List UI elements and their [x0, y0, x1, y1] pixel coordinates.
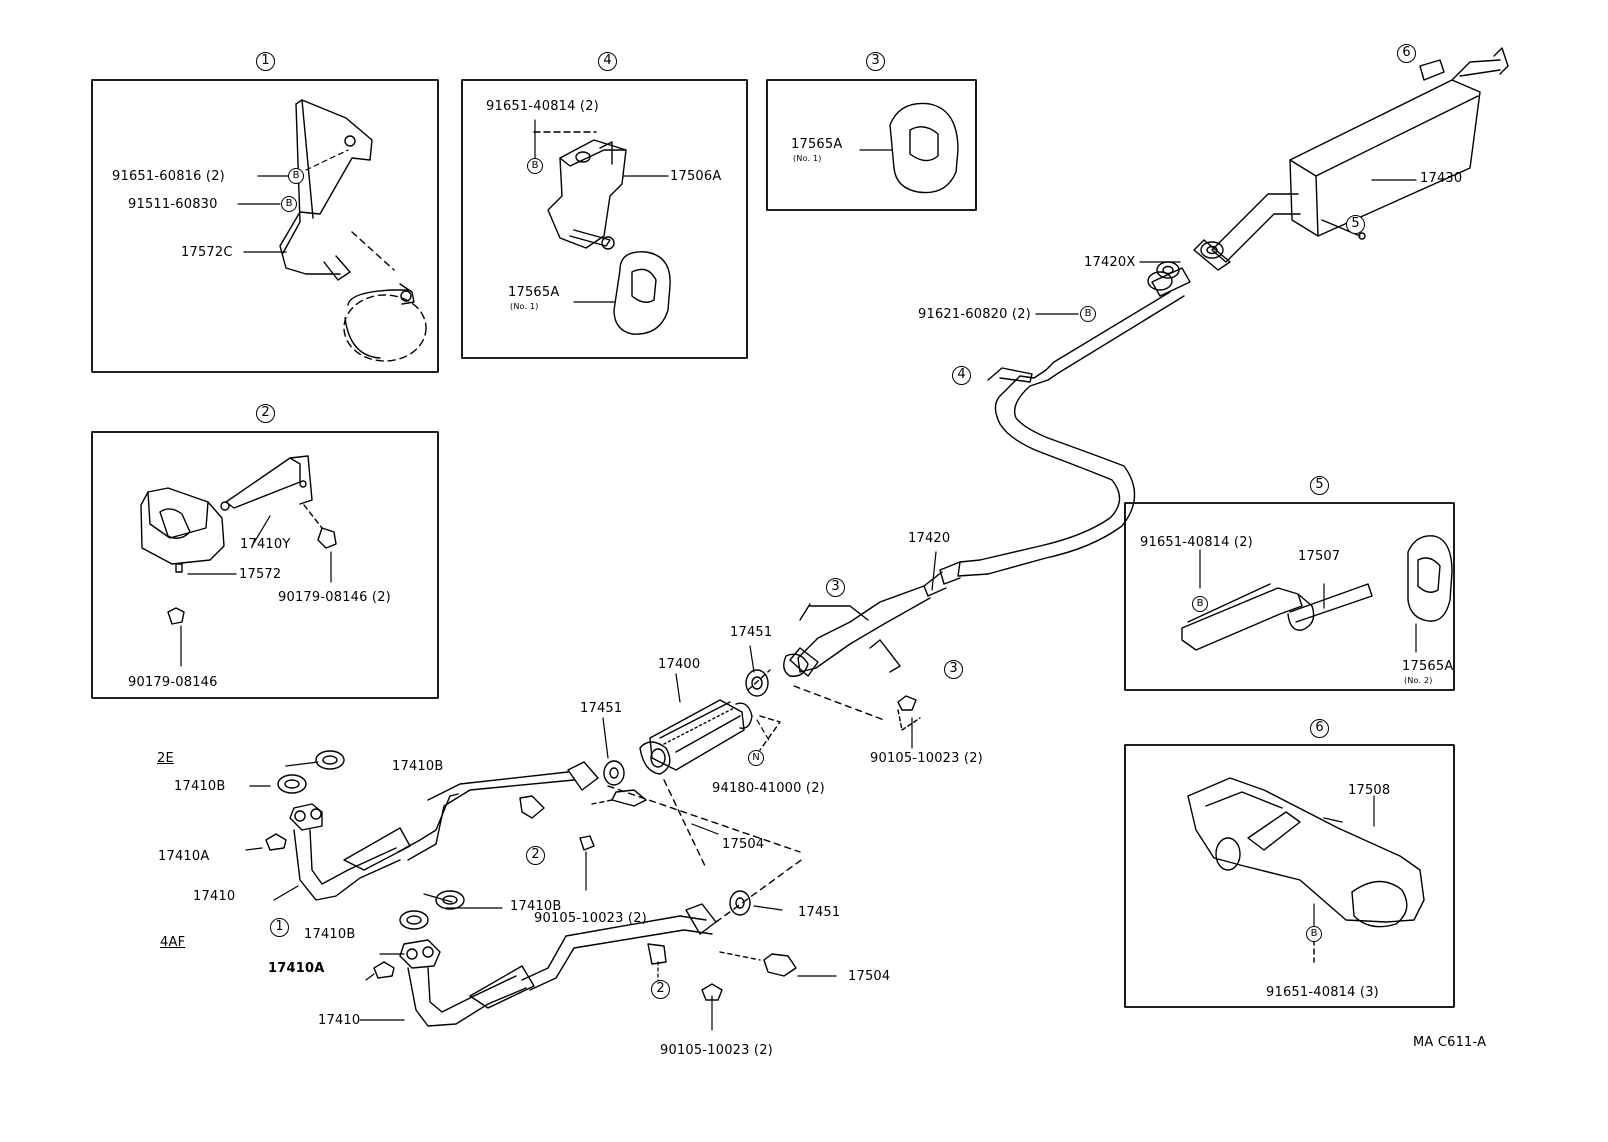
nut-callout-n: N: [748, 750, 764, 766]
label-91651-40814-detail4: 91651-40814 (2): [486, 99, 599, 114]
bolt-callout-b-detail1a: B: [288, 168, 304, 184]
label-17572c: 17572C: [181, 245, 233, 260]
callout-6-muffler: 6: [1397, 44, 1416, 63]
detail-6-number: 6: [1310, 719, 1329, 738]
note-no1-detail4: (No. 1): [510, 302, 539, 311]
leader-lines: [180, 119, 1417, 1031]
label-17506a: 17506A: [670, 169, 722, 184]
muffler-17430-drawing: [1193, 47, 1509, 271]
label-17410-lower: 17410: [318, 1013, 361, 1028]
label-90179-08146: 90179-08146: [128, 675, 218, 690]
bracket-17572c-drawing: [279, 99, 427, 362]
bolt-callout-b-detail1b: B: [281, 196, 297, 212]
detail-5-box: [1124, 502, 1455, 691]
detail-3-box: [766, 79, 977, 211]
callout-5-muffler: 5: [1346, 215, 1365, 234]
detail-4-box: [461, 79, 748, 359]
label-17410y: 17410Y: [240, 537, 291, 552]
hanger-17565a-detail3-drawing: [889, 102, 959, 194]
label-91651-40814-detail6: 91651-40814 (3): [1266, 985, 1379, 1000]
fasteners-drawing: [663, 685, 921, 869]
label-17565a-detail5: 17565A: [1402, 659, 1454, 674]
bolt-callout-b-main: B: [1080, 306, 1096, 322]
gaskets-drawing: [277, 241, 1224, 930]
bracket-17507-drawing: [1181, 535, 1453, 651]
callout-2-upper-pipe: 2: [526, 846, 545, 865]
detail-2-number: 2: [256, 404, 275, 423]
bracket-17506a-drawing: [533, 131, 671, 335]
label-90105-10023-center: 90105-10023 (2): [534, 911, 647, 926]
detail-2-box: [91, 431, 439, 699]
label-17410b-d: 17410B: [304, 927, 356, 942]
detail-1-box: [91, 79, 439, 373]
front-pipe-2e-drawing: [265, 761, 801, 901]
label-17572: 17572: [239, 567, 282, 582]
hanger-17572-drawing: [140, 455, 337, 625]
label-17420: 17420: [908, 531, 951, 546]
bolt-callout-b-detail5: B: [1192, 596, 1208, 612]
callout-4-pipe: 4: [952, 366, 971, 385]
detail-3-number: 3: [866, 52, 885, 71]
label-91651-40814-detail5: 91651-40814 (2): [1140, 535, 1253, 550]
detail-6-box: [1124, 744, 1455, 1008]
label-17430: 17430: [1420, 171, 1463, 186]
label-17504-lower: 17504: [848, 969, 891, 984]
label-94180-41000: 94180-41000 (2): [712, 781, 825, 796]
callout-2-lower-pipe: 2: [651, 980, 670, 999]
figure-code: MA C611-A: [1413, 1035, 1487, 1050]
note-no1-detail3: (No. 1): [793, 154, 822, 163]
detail-4-number: 4: [598, 52, 617, 71]
label-17410b-b: 17410B: [174, 779, 226, 794]
bracket-17508-drawing: [1187, 777, 1425, 963]
label-17451-left: 17451: [580, 701, 623, 716]
label-90105-10023-lower: 90105-10023 (2): [660, 1043, 773, 1058]
bolt-callout-b-detail4: B: [527, 158, 543, 174]
callout-1-upper-pipe: 1: [270, 918, 289, 937]
variant-4af-label: 4AF: [160, 935, 186, 950]
label-17508: 17508: [1348, 783, 1391, 798]
label-90105-10023-upper-right: 90105-10023 (2): [870, 751, 983, 766]
label-17565a-detail3: 17565A: [791, 137, 843, 152]
label-17507: 17507: [1298, 549, 1341, 564]
label-17410b-c: 17410B: [510, 899, 562, 914]
label-17451-lower: 17451: [798, 905, 841, 920]
label-91651-60816: 91651-60816 (2): [112, 169, 225, 184]
label-17420x: 17420X: [1084, 255, 1136, 270]
callout-3-pipe-upper: 3: [826, 578, 845, 597]
label-17410a-upper: 17410A: [158, 849, 210, 864]
center-pipe-17420-drawing: [783, 267, 1191, 677]
label-17504-upper: 17504: [722, 837, 765, 852]
label-17410a-lower: 17410A: [268, 961, 325, 976]
label-17400: 17400: [658, 657, 701, 672]
label-17565a-detail4: 17565A: [508, 285, 560, 300]
converter-17400-drawing: [639, 669, 781, 775]
label-91511-60830: 91511-60830: [128, 197, 218, 212]
detail-5-number: 5: [1310, 476, 1329, 495]
front-pipe-4af-drawing: [373, 857, 805, 1027]
variant-2e-label: 2E: [157, 751, 174, 766]
label-91621-60820: 91621-60820 (2): [918, 307, 1031, 322]
label-17410-upper: 17410: [193, 889, 236, 904]
label-17451-right: 17451: [730, 625, 773, 640]
label-17410b-a: 17410B: [392, 759, 444, 774]
label-90179-08146-2: 90179-08146 (2): [278, 590, 391, 605]
bolt-callout-b-detail6: B: [1306, 926, 1322, 942]
callout-3-pipe-lower: 3: [944, 660, 963, 679]
detail-1-number: 1: [256, 52, 275, 71]
note-no2-detail5: (No. 2): [1404, 676, 1433, 685]
